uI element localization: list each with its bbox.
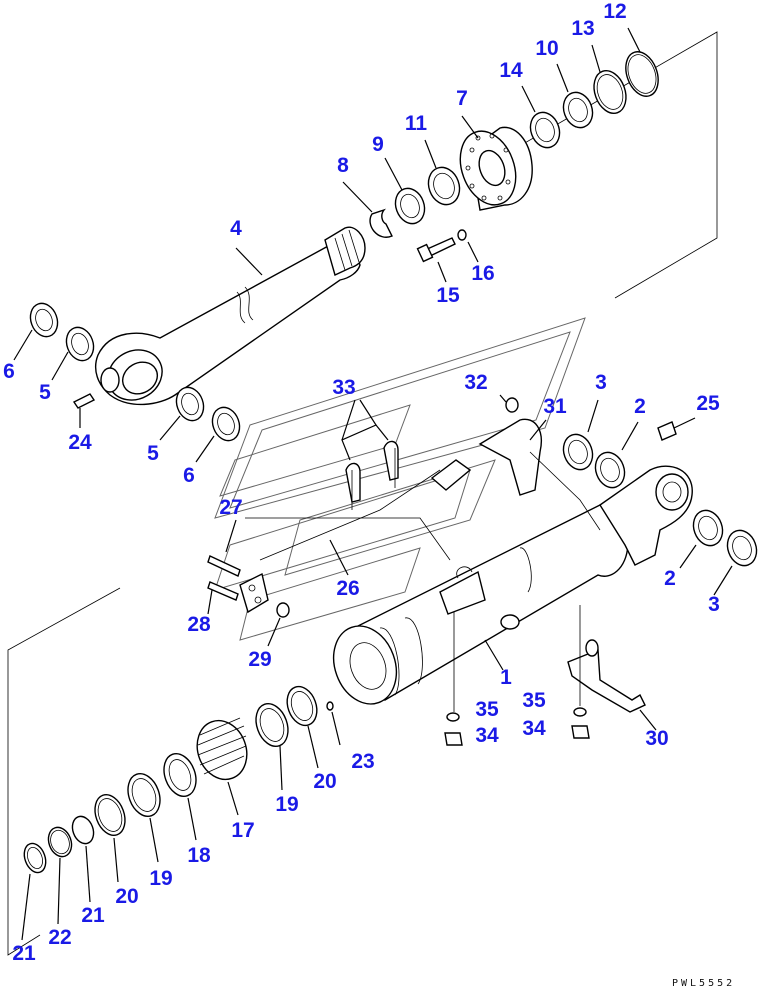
callout-c2b: 2 <box>664 567 676 590</box>
watermark-logo <box>214 317 586 641</box>
callout-c14: 14 <box>499 59 523 82</box>
callout-c11: 11 <box>405 112 428 135</box>
bottom-bushings <box>562 399 758 596</box>
callout-c4: 4 <box>230 217 242 240</box>
callout-c28: 28 <box>187 613 211 636</box>
piston-seal-rings <box>21 685 341 941</box>
callout-c5a: 5 <box>39 381 51 404</box>
callout-c15: 15 <box>436 284 460 307</box>
callout-c19b: 19 <box>149 867 172 890</box>
callout-c7: 7 <box>456 87 468 110</box>
callout-c30: 30 <box>645 727 668 750</box>
drawing-code: PWL5552 <box>672 978 735 989</box>
callout-c31: 31 <box>543 395 567 418</box>
head-bolt <box>416 229 479 283</box>
callout-c12a: 12 <box>603 0 626 23</box>
cylinder-tube <box>332 465 693 705</box>
hose-and-clamps <box>259 394 601 576</box>
callout-c26: 26 <box>336 577 359 600</box>
callout-c17: 17 <box>231 819 254 842</box>
callout-c35b: 35 <box>522 689 546 712</box>
callout-c35a: 35 <box>475 698 499 721</box>
callout-c24: 24 <box>68 431 92 454</box>
callout-c5b: 5 <box>147 442 159 465</box>
callout-c9: 9 <box>372 133 384 156</box>
callout-c16: 16 <box>471 262 494 285</box>
callout-c18: 18 <box>187 844 211 867</box>
callout-c13: 13 <box>571 17 594 40</box>
callout-c10: 10 <box>535 37 558 60</box>
callout-c19a: 19 <box>275 793 298 816</box>
callout-c3a: 3 <box>595 371 607 394</box>
callout-c6a: 6 <box>3 360 15 383</box>
callout-c22: 22 <box>48 926 71 949</box>
callout-c32: 32 <box>464 371 487 394</box>
callout-c2a: 2 <box>634 395 646 418</box>
rod-end-bushings <box>13 302 241 463</box>
head-seal-rings <box>342 27 659 238</box>
callout-c29: 29 <box>248 648 271 671</box>
callout-c23: 23 <box>351 750 374 773</box>
callout-c21a: 21 <box>81 904 105 927</box>
callout-c8: 8 <box>337 154 349 177</box>
callout-c20a: 20 <box>313 770 336 793</box>
mounting-bracket <box>444 605 657 746</box>
cylinder-head <box>459 115 533 211</box>
piston-rod <box>94 226 366 406</box>
callout-c34b: 34 <box>522 717 546 740</box>
callout-c21b: 21 <box>12 942 36 965</box>
flange-block <box>207 517 451 647</box>
callout-c33: 33 <box>332 376 355 399</box>
callout-c20b: 20 <box>115 885 138 908</box>
callout-c6b: 6 <box>183 464 195 487</box>
callout-c3b: 3 <box>708 593 720 616</box>
callout-c1: 1 <box>500 666 512 689</box>
callout-c27: 27 <box>219 496 242 519</box>
callout-c34a: 34 <box>475 724 499 747</box>
callout-c25: 25 <box>696 392 720 415</box>
